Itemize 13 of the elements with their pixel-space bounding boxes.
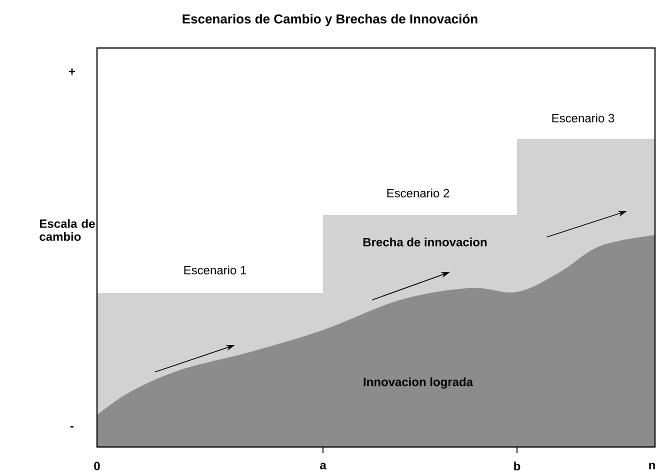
scenario-label: Escenario 3	[552, 114, 614, 122]
axis-end-label: -	[70, 426, 74, 428]
axis-end-label: +	[69, 68, 76, 75]
region-label: Innovacion lograda	[364, 377, 474, 389]
tick-label: a	[320, 462, 326, 470]
title: Escenarios de Cambio y Brechas de Innovación	[182, 14, 478, 26]
scenario-label: Escenario 1	[184, 266, 246, 274]
tick-label: b	[514, 462, 520, 470]
tick-label: n	[649, 462, 655, 470]
axis-label: Escala de cambio	[40, 219, 95, 241]
region-label: Brecha de innovacion	[363, 238, 487, 246]
scenario-label: Escenario 2	[387, 188, 450, 198]
tick-label: 0	[94, 462, 100, 470]
